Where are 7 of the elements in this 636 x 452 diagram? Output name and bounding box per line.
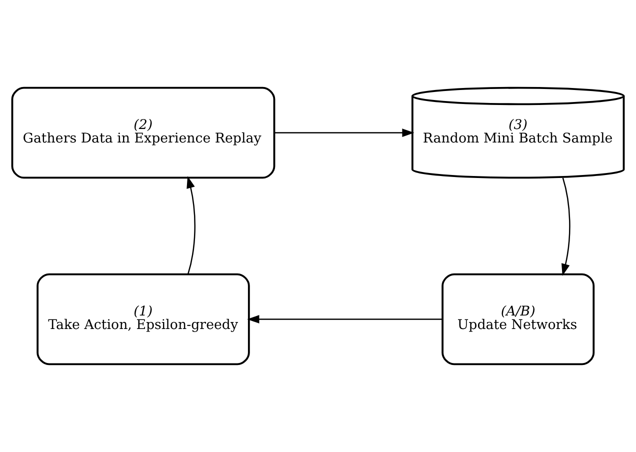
node-box: (A/B) Update Networks: [442, 273, 595, 366]
arrow: [562, 178, 570, 276]
node-box: (2) Gathers Data in Experience Replay: [11, 86, 276, 179]
arrow: [186, 176, 196, 274]
arrow: [274, 128, 414, 137]
node-box: (1) Take Action, Epsilon-greedy: [36, 273, 250, 366]
arrow: [247, 315, 442, 324]
